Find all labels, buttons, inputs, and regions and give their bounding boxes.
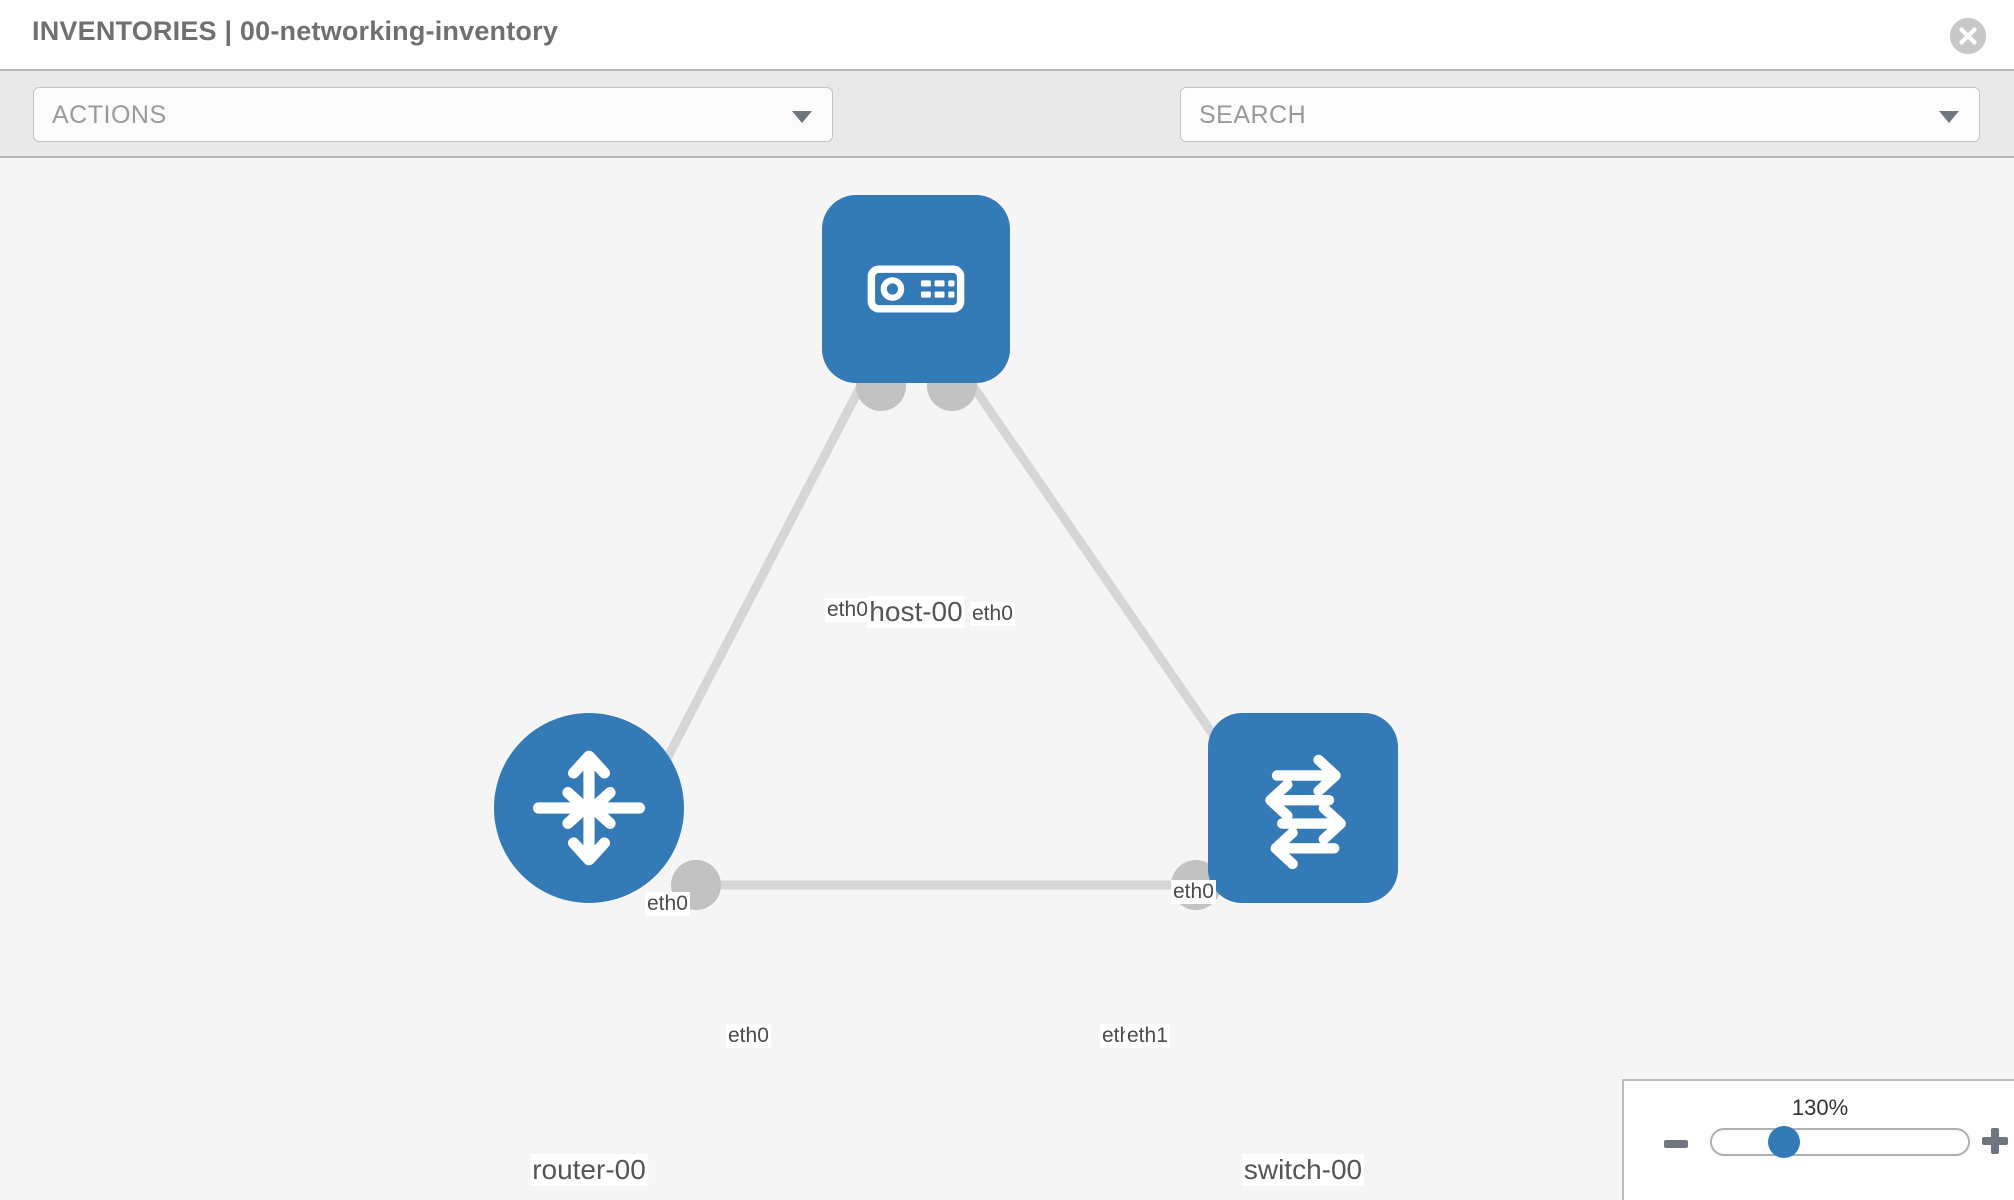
chevron-down-icon[interactable]	[1939, 111, 1959, 123]
toolbar: ACTIONS SEARCH	[0, 71, 2014, 205]
zoom-control-panel: 130%	[1622, 1079, 2014, 1200]
node-host-00[interactable]	[822, 195, 1010, 383]
node-router-00[interactable]	[494, 713, 684, 903]
zoom-percent-label: 130%	[1791, 1095, 1849, 1120]
interface-label: eth0	[645, 892, 690, 916]
topology-canvas[interactable]: eth0 eth0 eth0 eth0 eth0 eth0 eth1 host-…	[0, 158, 2014, 1200]
zoom-slider-track[interactable]	[1710, 1128, 1970, 1156]
node-label-router: router-00	[530, 1154, 648, 1186]
topology-connectors	[671, 361, 1258, 910]
close-icon[interactable]	[1950, 18, 1986, 54]
topology-graph	[494, 195, 1398, 910]
actions-dropdown-label: ACTIONS	[52, 101, 167, 129]
interface-label: eth0	[825, 598, 870, 622]
chevron-down-icon	[792, 111, 812, 123]
interface-label: eth0	[726, 1024, 771, 1048]
page-title: INVENTORIES | 00-networking-inventory	[32, 16, 559, 46]
interface-label: eth1	[1125, 1024, 1170, 1048]
interface-label: eth0	[1171, 880, 1216, 904]
link-host-switch[interactable]	[962, 373, 1240, 771]
node-switch-00[interactable]	[1208, 713, 1398, 903]
actions-dropdown[interactable]: ACTIONS	[33, 87, 833, 142]
window-header: INVENTORIES | 00-networking-inventory	[0, 0, 2014, 71]
topology-links	[656, 373, 1240, 890]
zoom-in-button[interactable]	[1982, 1128, 2008, 1154]
node-label-switch: switch-00	[1241, 1154, 1365, 1186]
interface-label: eth0	[970, 602, 1015, 626]
search-placeholder: SEARCH	[1199, 101, 1307, 129]
search-input[interactable]: SEARCH	[1180, 87, 1980, 142]
zoom-slider-thumb[interactable]	[1768, 1126, 1800, 1158]
link-host-router[interactable]	[656, 373, 870, 775]
zoom-out-button[interactable]	[1664, 1140, 1688, 1148]
node-label-host: host-00	[867, 596, 965, 628]
